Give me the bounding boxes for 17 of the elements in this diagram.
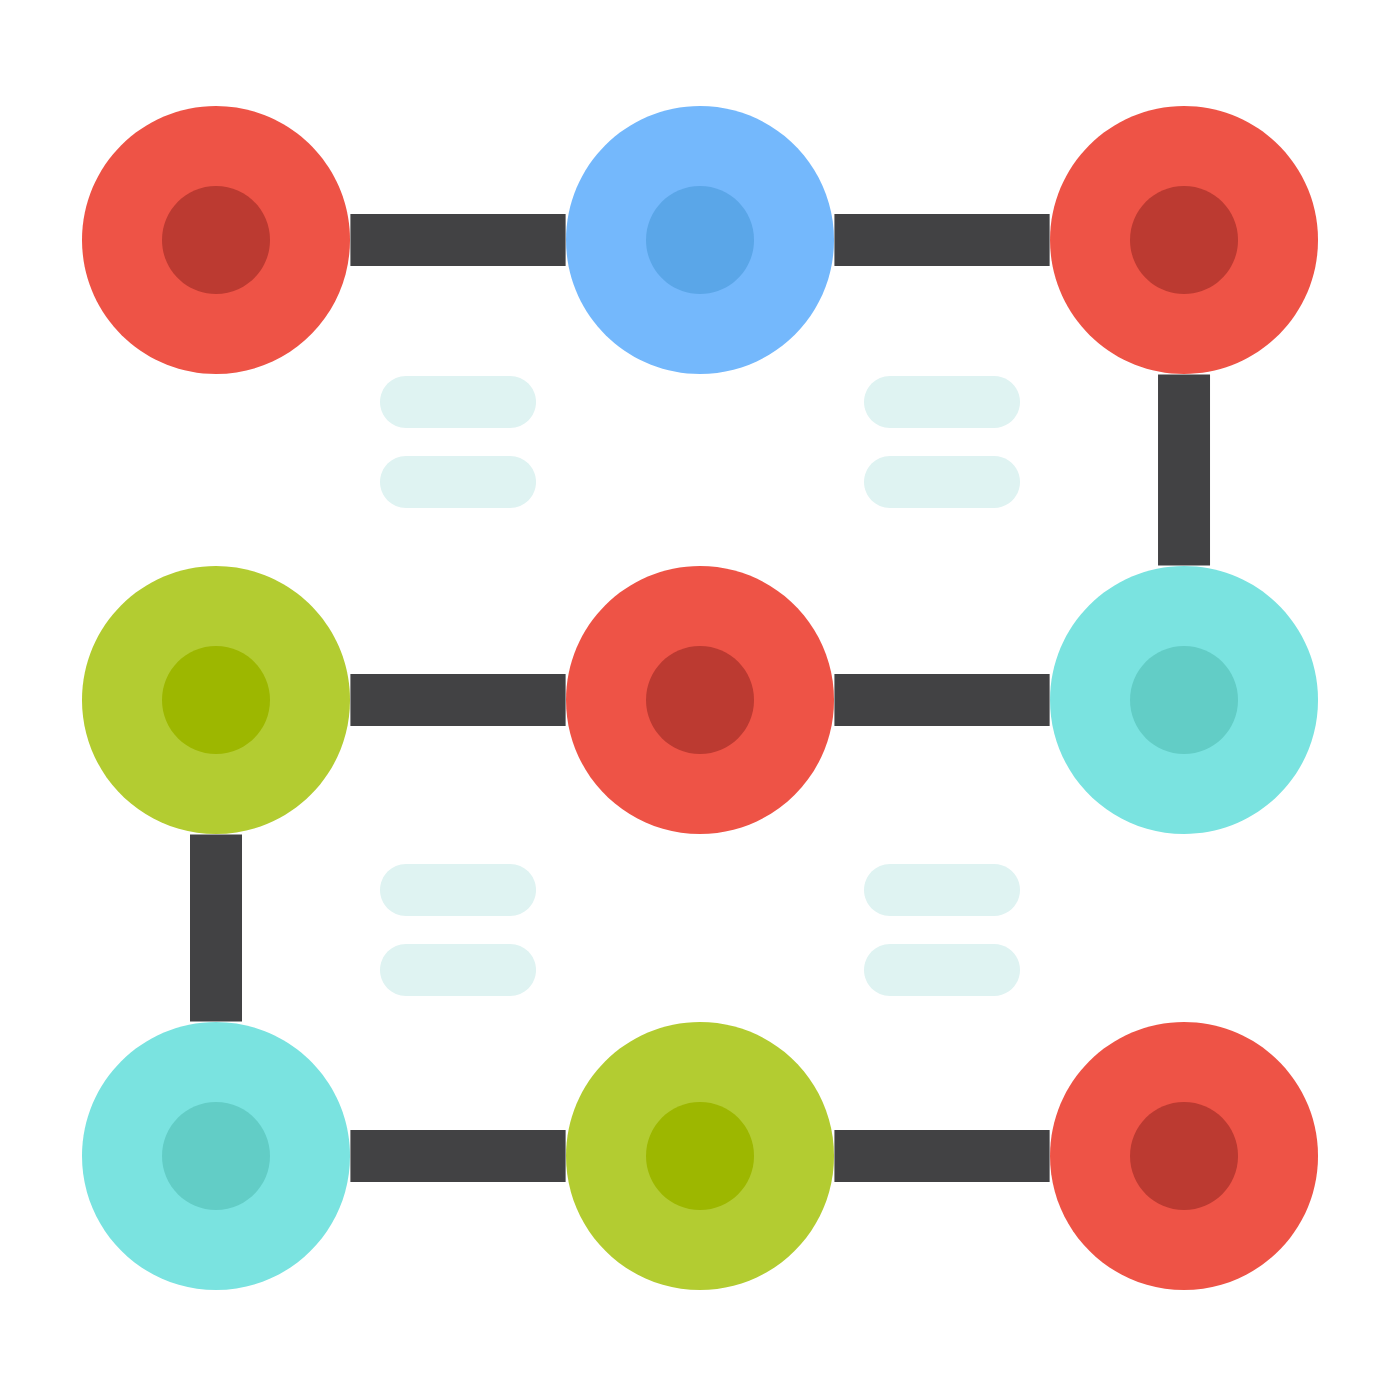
circle-node — [82, 1022, 350, 1290]
circle-node — [1050, 106, 1319, 374]
connector-line — [350, 1130, 566, 1182]
circle-node — [566, 566, 834, 834]
connector-line — [350, 674, 566, 726]
circle-node — [566, 1022, 834, 1290]
circle-node — [82, 566, 350, 834]
connector-line — [190, 834, 242, 1022]
connector-line — [834, 214, 1050, 266]
circle-node — [566, 106, 834, 374]
connector-line — [1158, 374, 1211, 566]
connector-line — [350, 214, 566, 266]
circle-node — [1050, 566, 1319, 834]
circle-node — [82, 106, 350, 374]
circle-node — [1050, 1022, 1319, 1290]
connector-line — [834, 1130, 1050, 1182]
connector-line — [834, 674, 1050, 726]
